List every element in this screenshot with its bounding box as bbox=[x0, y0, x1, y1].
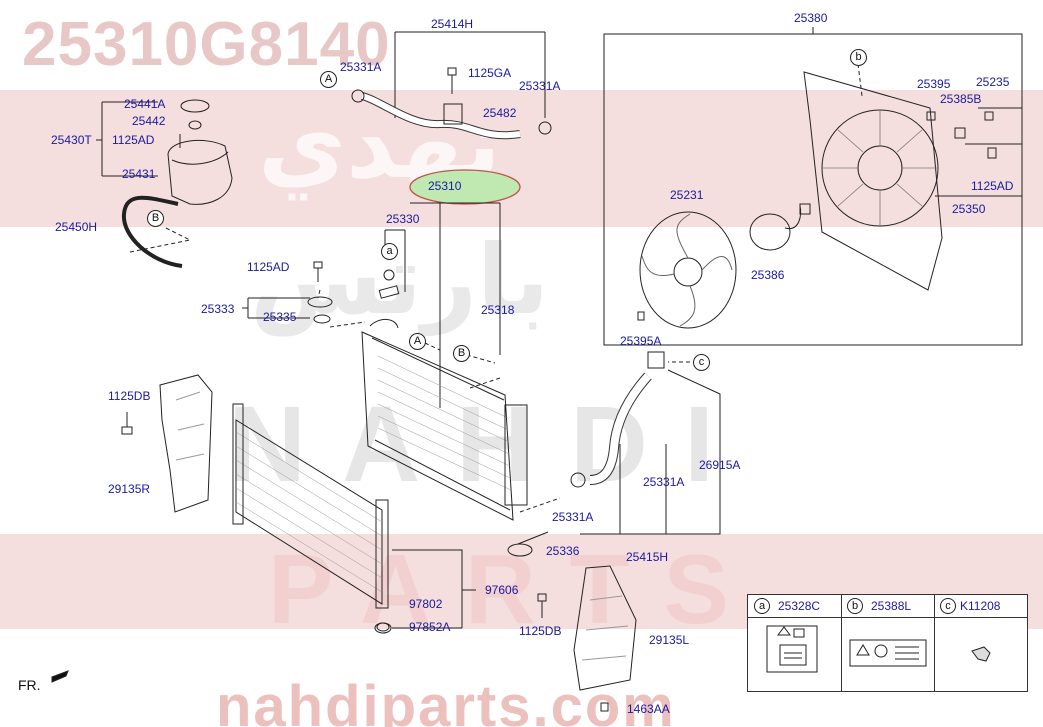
part-label-25310[interactable]: 25310 bbox=[428, 179, 462, 193]
legend-part-25328C[interactable]: 25328C bbox=[778, 599, 821, 613]
callout-A: A bbox=[320, 71, 337, 88]
part-label-25386[interactable]: 25386 bbox=[751, 268, 785, 282]
part-label-26915A[interactable]: 26915A bbox=[699, 458, 741, 472]
watermark-brand: NAHDI bbox=[228, 383, 750, 504]
legend-part-K11208[interactable]: K11208 bbox=[960, 599, 1001, 613]
part-label-25335[interactable]: 25335 bbox=[263, 310, 297, 324]
part-label-25414H[interactable]: 25414H bbox=[431, 17, 474, 31]
legend-column-a: a 25328C bbox=[748, 595, 842, 691]
watermark-arabic-parts: بارتس bbox=[250, 224, 550, 336]
part-label-25415H[interactable]: 25415H bbox=[626, 550, 669, 564]
part-label-1125AD[interactable]: 1125AD bbox=[247, 260, 290, 274]
part-label-25330[interactable]: 25330 bbox=[386, 212, 420, 226]
part-label-1125GA[interactable]: 1125GA bbox=[468, 66, 512, 80]
front-direction-label: FR. bbox=[18, 677, 41, 693]
part-label-25331A[interactable]: 25331A bbox=[643, 475, 685, 489]
part-label-25350[interactable]: 25350 bbox=[952, 202, 986, 216]
part-label-25235[interactable]: 25235 bbox=[976, 75, 1010, 89]
watermark-part-number: 25310G8140 bbox=[22, 10, 391, 79]
part-label-25231[interactable]: 25231 bbox=[670, 188, 704, 202]
callout-A: A bbox=[409, 333, 426, 350]
part-label-1125AD[interactable]: 1125AD bbox=[971, 179, 1014, 193]
watermark-parts: PARTS bbox=[268, 534, 763, 644]
callout-b: b bbox=[850, 49, 867, 66]
legend-letter-a: a bbox=[754, 598, 770, 614]
part-label-25441A[interactable]: 25441A bbox=[124, 97, 166, 111]
part-label-1125DB[interactable]: 1125DB bbox=[108, 389, 151, 403]
part-label-25331A[interactable]: 25331A bbox=[552, 510, 594, 524]
watermark-url: nahdiparts.com bbox=[216, 674, 676, 727]
legend-letter-c: c bbox=[940, 598, 956, 614]
part-label-25450H[interactable]: 25450H bbox=[55, 220, 98, 234]
clip-icon bbox=[971, 646, 991, 662]
legend-column-b: b 25388L bbox=[841, 595, 935, 691]
part-label-25482[interactable]: 25482 bbox=[483, 106, 517, 120]
part-label-97852A[interactable]: 97852A bbox=[409, 620, 451, 634]
part-label-29135L[interactable]: 29135L bbox=[649, 633, 690, 647]
label-sticker-icon bbox=[766, 625, 818, 673]
callout-c: c bbox=[693, 354, 710, 371]
callout-a: a bbox=[381, 243, 398, 260]
legend-column-c: c K11208 bbox=[934, 595, 1027, 691]
part-label-25331A[interactable]: 25331A bbox=[519, 79, 561, 93]
part-label-25395A[interactable]: 25395A bbox=[620, 334, 662, 348]
part-label-1125DB[interactable]: 1125DB bbox=[519, 624, 562, 638]
part-label-25318[interactable]: 25318 bbox=[481, 303, 515, 317]
legend-letter-b: b bbox=[847, 598, 863, 614]
part-label-25442[interactable]: 25442 bbox=[132, 114, 166, 128]
part-label-97606[interactable]: 97606 bbox=[485, 583, 519, 597]
part-label-25431[interactable]: 25431 bbox=[122, 167, 156, 181]
legend-part-25388L[interactable]: 25388L bbox=[871, 599, 912, 613]
part-label-25336[interactable]: 25336 bbox=[546, 544, 580, 558]
warning-label-icon bbox=[849, 639, 927, 667]
part-label-25385B[interactable]: 25385B bbox=[940, 92, 982, 106]
callout-B: B bbox=[147, 210, 164, 227]
part-label-25331A[interactable]: 25331A bbox=[340, 60, 382, 74]
part-label-25430T[interactable]: 25430T bbox=[51, 133, 92, 147]
part-label-1463AA[interactable]: 1463AA bbox=[627, 702, 670, 716]
part-label-25333[interactable]: 25333 bbox=[201, 302, 235, 316]
part-label-97802[interactable]: 97802 bbox=[409, 597, 443, 611]
part-label-29135R[interactable]: 29135R bbox=[108, 482, 151, 496]
callout-B: B bbox=[453, 345, 470, 362]
part-label-25380[interactable]: 25380 bbox=[794, 11, 828, 25]
part-label-25395[interactable]: 25395 bbox=[917, 77, 951, 91]
part-label-1125AD[interactable]: 1125AD bbox=[112, 133, 155, 147]
legend-table: a 25328C b 25388L c K11208 bbox=[747, 594, 1028, 692]
